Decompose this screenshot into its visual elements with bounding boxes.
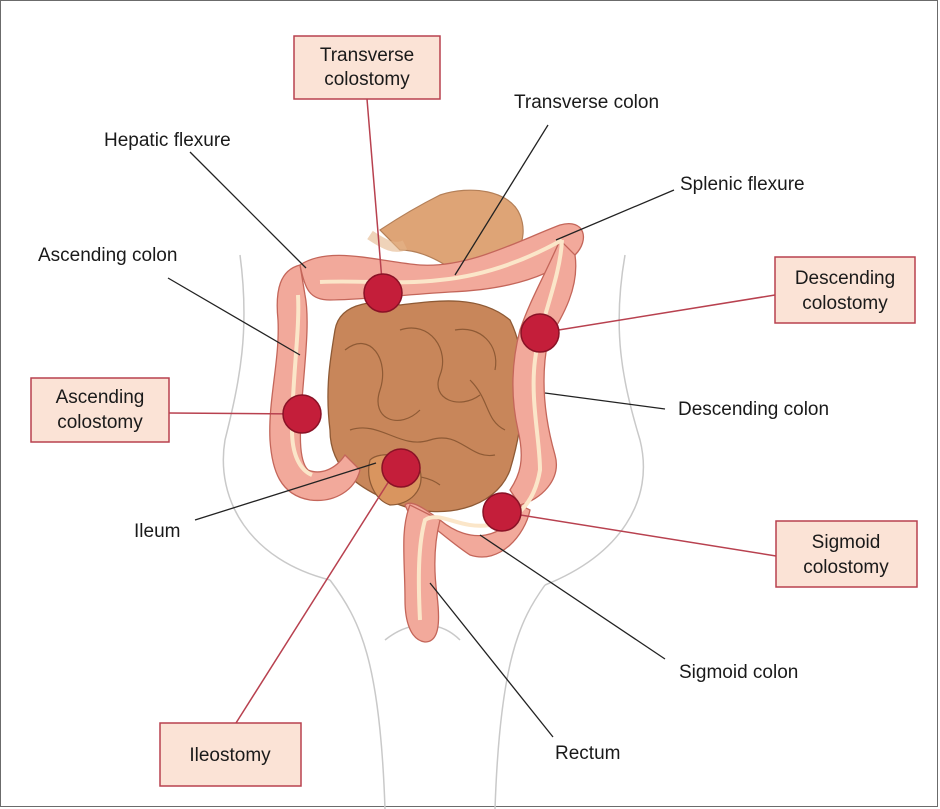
box-ascending-line2: colostomy [57, 412, 143, 433]
label-sigmoid-colon: Sigmoid colon [679, 662, 798, 683]
label-ileum: Ileum [134, 521, 180, 542]
box-ascending-colostomy: Ascending colostomy [31, 378, 169, 442]
box-sigmoid-line2: colostomy [803, 557, 889, 578]
box-descending-colostomy: Descending colostomy [775, 257, 915, 323]
stoma-ascending [283, 395, 321, 433]
box-ascending-line1: Ascending [56, 387, 145, 408]
box-transverse-line2: colostomy [324, 69, 410, 90]
label-descending-colon: Descending colon [678, 399, 829, 420]
label-splenic-flexure: Splenic flexure [680, 174, 805, 195]
label-rectum: Rectum [555, 743, 620, 764]
label-hepatic-flexure: Hepatic flexure [104, 130, 231, 151]
box-descending-line1: Descending [795, 268, 895, 289]
label-transverse-colon: Transverse colon [514, 92, 659, 113]
stoma-sigmoid [483, 493, 521, 531]
stoma-transverse [364, 274, 402, 312]
box-transverse-colostomy: Transverse colostomy [294, 36, 440, 99]
stoma-ileostomy [382, 449, 420, 487]
stoma-descending [521, 314, 559, 352]
box-transverse-line1: Transverse [320, 45, 414, 66]
box-ileostomy-label: Ileostomy [189, 745, 271, 766]
box-ileostomy: Ileostomy [160, 723, 301, 786]
label-ascending-colon: Ascending colon [38, 245, 177, 266]
box-sigmoid-line1: Sigmoid [812, 532, 881, 553]
small-intestine [328, 301, 523, 512]
box-sigmoid-colostomy: Sigmoid colostomy [776, 521, 917, 587]
box-descending-line2: colostomy [802, 293, 888, 314]
